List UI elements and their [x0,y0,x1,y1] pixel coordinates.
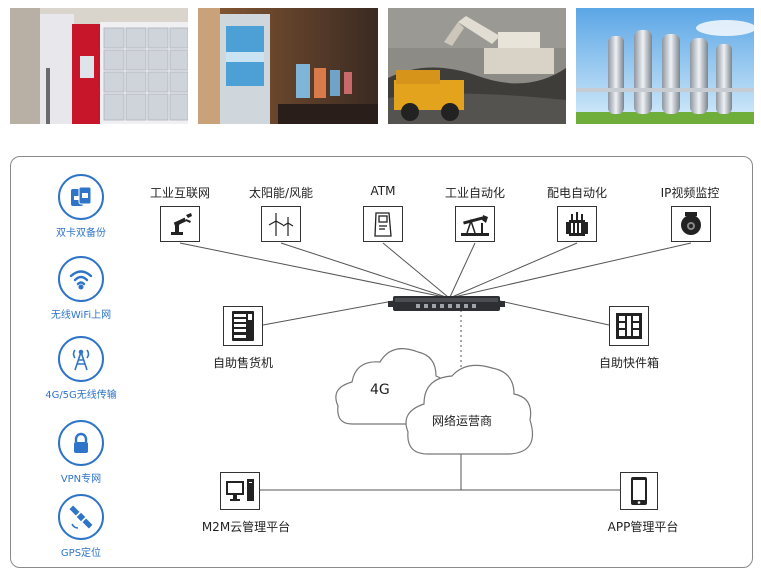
device-label-locker: 自助快件箱 [598,356,659,370]
device-label-app: APP管理平台 [607,520,679,534]
parcel-locker-photo [10,8,188,124]
feature-label: 无线WiFi上网 [50,310,112,321]
feature-label: 双卡双备份 [56,228,106,239]
cloud-4g-label: 4G [370,382,390,398]
oil-pump-icon [455,206,495,242]
feature-wifi: 无线WiFi上网 [42,256,120,321]
wind-turbine-icon [261,206,301,242]
atm-icon [363,206,403,242]
antenna-tower-icon [58,336,104,382]
pipeline-plant-photo [576,8,754,124]
device-label-industrial-internet: 工业互联网 [149,186,210,200]
feature-vpn: VPN专网 [42,420,120,485]
feature-label: VPN专网 [60,474,102,485]
wifi-icon [58,256,104,302]
feature-gps: GPS定位 [42,494,120,559]
locker-icon [609,306,649,346]
device-label-vending: 自助售货机 [212,356,273,370]
device-label-atm: ATM [370,184,396,198]
feature-4g-5g: 4G/5G无线传输 [42,336,120,401]
dual-sim-icon [58,174,104,220]
lock-icon [58,420,104,466]
desktop-computer-icon [220,472,260,510]
feature-label: GPS定位 [60,548,102,559]
display-kiosk-photo [198,8,378,124]
cloud-operator-label: 网络运营商 [432,414,493,428]
device-label-ip-camera: IP视频监控 [660,186,720,200]
device-label-m2m: M2M云管理平台 [201,520,291,534]
robot-arm-icon [160,206,200,242]
vending-machine-icon [223,306,263,346]
transformer-icon [557,206,597,242]
satellite-icon [58,494,104,540]
feature-label: 4G/5G无线传输 [45,390,117,401]
network-diagram-panel [10,156,753,568]
smartphone-icon [620,472,658,510]
operator-cloud [405,364,534,455]
dome-camera-icon [671,206,711,242]
mining-excavator-photo [388,8,566,124]
device-label-power-distribution: 配电自动化 [546,186,607,200]
device-label-industrial-automation: 工业自动化 [444,186,505,200]
device-label-solar-wind: 太阳能/风能 [248,186,314,200]
4g-router [388,296,505,311]
feature-dual-sim: 双卡双备份 [42,174,120,239]
